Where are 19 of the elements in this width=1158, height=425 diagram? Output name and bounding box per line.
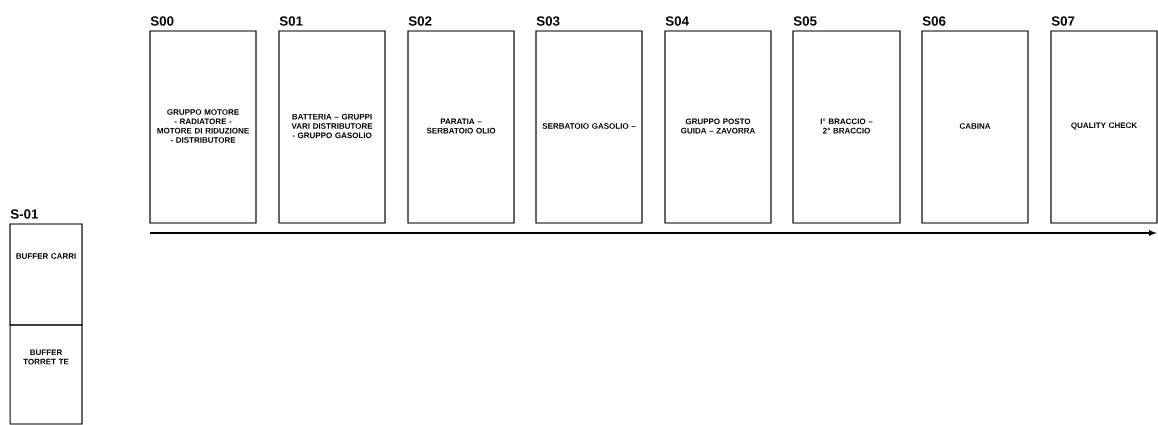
station-heading: S04 <box>665 16 689 26</box>
station-box: PARATIA – SERBATOIO OLIO <box>407 30 515 224</box>
station-box: I° BRACCIO – 2° BRACCIO <box>792 30 901 224</box>
station-heading: S02 <box>408 16 432 26</box>
station-heading: S05 <box>793 16 817 26</box>
station-box: SERBATOIO GASOLIO – <box>535 30 643 224</box>
station-heading: S-01 <box>10 209 39 219</box>
station-heading: S03 <box>536 16 560 26</box>
station-heading: S01 <box>279 16 303 26</box>
station-box: BATTERIA – GRUPPI VARI DISTRIBUTORE - GRUPPO GASOLIO <box>278 30 386 224</box>
station-box: GRUPPO POSTO GUIDA – ZAVORRA <box>664 30 772 224</box>
station-box: BUFFER CARRI <box>9 223 83 326</box>
station-heading: S06 <box>922 16 946 26</box>
station-box: BUFFER TORRET TE <box>9 324 83 425</box>
station-heading: S00 <box>150 16 174 26</box>
station-box: CABINA <box>921 30 1029 224</box>
station-box: GRUPPO MOTORE - RADIATORE - MOTORE DI RIDUZIONE - DISTRIBUTORE <box>149 30 257 224</box>
station-box: QUALITY CHECK <box>1050 30 1158 224</box>
station-heading: S07 <box>1051 16 1075 26</box>
